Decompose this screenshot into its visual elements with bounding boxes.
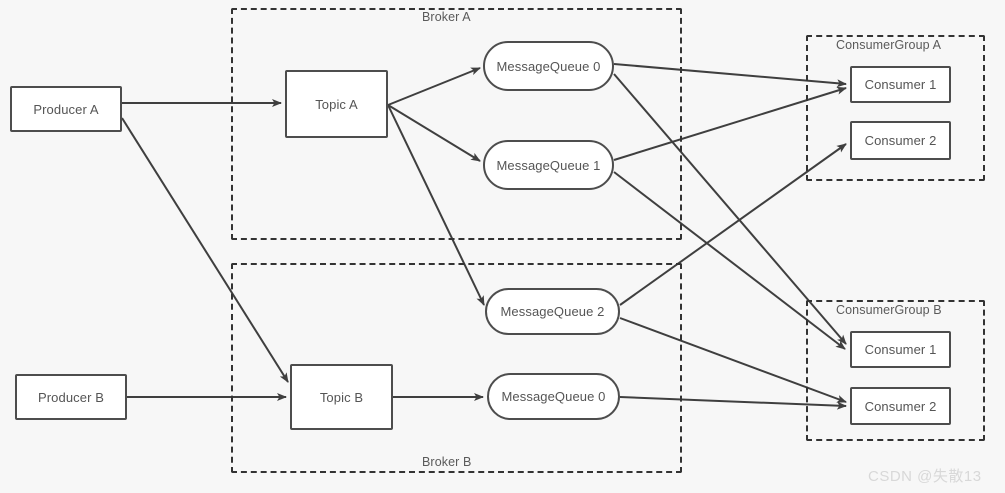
group-label-consumergroup-b: ConsumerGroup B [836, 303, 942, 317]
node-label-mq-a-0: MessageQueue 0 [496, 58, 601, 74]
node-topic-b[interactable]: Topic B [290, 364, 393, 430]
node-label-cgb-consumer-2: Consumer 2 [864, 398, 937, 414]
node-label-cga-consumer-2: Consumer 2 [864, 133, 937, 148]
node-label-mq-b-2: MessageQueue 2 [500, 304, 605, 319]
group-label-broker-a: Broker A [422, 10, 471, 24]
node-label-producer-b: Producer B [37, 389, 105, 405]
node-mq-b-2[interactable]: MessageQueue 2 [485, 288, 620, 335]
csdn-watermark: CSDN @失散13 [868, 468, 982, 485]
node-label-mq-a-1: MessageQueue 1 [496, 157, 601, 173]
node-label-cgb-consumer-1: Consumer 1 [864, 342, 937, 357]
node-mq-a-1[interactable]: MessageQueue 1 [483, 140, 614, 190]
group-box-broker-a [231, 8, 682, 240]
node-cga-consumer-1[interactable]: Consumer 1 [850, 66, 951, 103]
group-box-broker-b [231, 263, 682, 473]
node-cga-consumer-2[interactable]: Consumer 2 [850, 121, 951, 160]
node-label-mq-b-0: MessageQueue 0 [501, 389, 606, 404]
node-producer-a[interactable]: Producer A [10, 86, 122, 132]
node-mq-b-0[interactable]: MessageQueue 0 [487, 373, 620, 420]
group-label-broker-b: Broker B [422, 455, 472, 469]
node-label-topic-b: Topic B [319, 389, 364, 405]
group-box-consumergroup-a [806, 35, 985, 181]
node-mq-a-0[interactable]: MessageQueue 0 [483, 41, 614, 91]
node-label-producer-a: Producer A [33, 101, 99, 117]
node-cgb-consumer-1[interactable]: Consumer 1 [850, 331, 951, 368]
group-box-consumergroup-b [806, 300, 985, 441]
node-topic-a[interactable]: Topic A [285, 70, 388, 138]
node-label-cga-consumer-1: Consumer 1 [864, 77, 937, 92]
node-cgb-consumer-2[interactable]: Consumer 2 [850, 387, 951, 425]
node-label-topic-a: Topic A [315, 96, 358, 112]
group-label-consumergroup-a: ConsumerGroup A [836, 38, 942, 52]
node-producer-b[interactable]: Producer B [15, 374, 127, 420]
